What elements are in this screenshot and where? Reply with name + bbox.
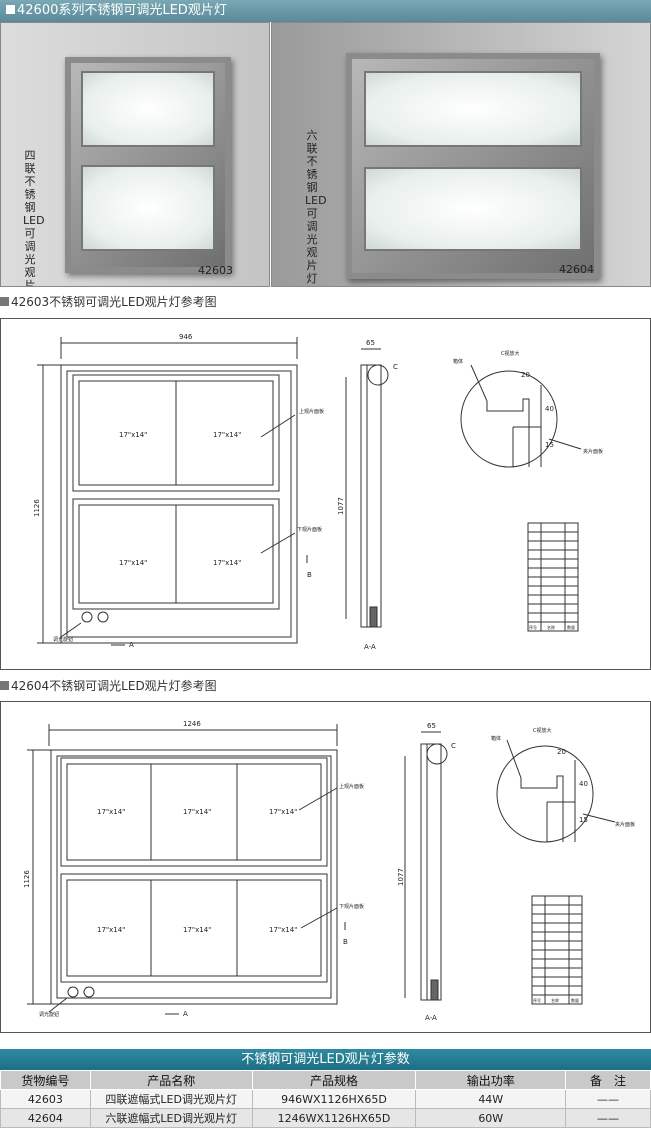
params-header-row: 货物编号 产品名称 产品规格 输出功率 备 注 <box>0 1070 651 1090</box>
label-upper-panel: 上观片面板 <box>339 783 364 790</box>
label-dimmer: 调光旋钮 <box>53 636 73 643</box>
table-row: 42604 六联遮幅式LED调光观片灯 1246WX1126HX65D 60W … <box>0 1108 651 1128</box>
light-panel-upper <box>364 71 582 147</box>
square-bullet-icon <box>0 681 9 690</box>
drawing-title-42604: 42604不锈钢可调光LED观片灯参考图 <box>0 677 217 695</box>
bom-header-qty: 数量 <box>567 624 575 630</box>
drawing-panel-42604: 1246 1126 65 1077 17"x14" 17"x14" 17"x14… <box>0 701 651 1033</box>
label-lower-panel: 下观片面板 <box>339 903 364 910</box>
film-size-1: 17"x14" <box>119 431 147 439</box>
dim-inner-height: 1077 <box>397 868 405 886</box>
params-grid: 货物编号 产品名称 产品规格 输出功率 备 注 42603 四联遮幅式LED调光… <box>0 1070 651 1128</box>
dim-width: 1246 <box>183 720 201 728</box>
bom-header-qty: 数量 <box>571 997 579 1003</box>
film-size-2: 17"x14" <box>183 808 211 816</box>
light-panel-lower <box>81 165 215 251</box>
film-size-3: 17"x14" <box>269 808 297 816</box>
label-dimmer: 调光旋钮 <box>39 1011 59 1018</box>
cell-product-name: 六联遮幅式LED调光观片灯 <box>89 1108 253 1128</box>
cell-product-name: 四联遮幅式LED调光观片灯 <box>89 1089 253 1109</box>
label-lower-panel: 下观片面板 <box>297 526 322 533</box>
viewer-frame-4 <box>65 57 231 273</box>
detail-c-label: C <box>393 363 398 371</box>
cell-power: 60W <box>415 1108 567 1128</box>
cell-spec: 946WX1126HX65D <box>251 1089 417 1109</box>
view-a-label: A <box>183 1010 188 1018</box>
photo-caption: 四联不锈钢LED可调光观片灯 <box>23 149 45 287</box>
cell-remark: —— <box>565 1089 651 1109</box>
bom-header-name: 名称 <box>547 624 555 630</box>
viewer-frame-6 <box>346 53 600 279</box>
drawing-title-text: 42604不锈钢可调光LED观片灯参考图 <box>11 679 217 693</box>
cell-power: 44W <box>415 1089 567 1109</box>
bom-header-name: 名称 <box>551 997 559 1003</box>
view-b-label: B <box>343 938 348 946</box>
page-title: 42600系列不锈钢可调光LED观片灯 <box>17 3 227 18</box>
drawing-title-text: 42603不锈钢可调光LED观片灯参考图 <box>11 295 217 309</box>
dim-depth: 65 <box>366 339 375 347</box>
film-size-3: 17"x14" <box>119 559 147 567</box>
cell-remark: —— <box>565 1108 651 1128</box>
col-header-product-name: 产品名称 <box>89 1070 253 1090</box>
label-film-clip: 夹片面板 <box>583 448 603 455</box>
view-b-label: B <box>307 571 312 579</box>
cell-item-no: 42603 <box>0 1089 91 1109</box>
cell-spec: 1246WX1126HX65D <box>251 1108 417 1128</box>
label-upper-panel: 上观片面板 <box>299 408 324 415</box>
square-bullet-icon <box>6 5 15 14</box>
photo-model-number: 42604 <box>559 263 594 276</box>
detail-dim-low: 15 <box>545 441 554 449</box>
col-header-item-no: 货物编号 <box>0 1070 91 1090</box>
bom-header-no: 序号 <box>533 997 541 1003</box>
film-size-6: 17"x14" <box>269 926 297 934</box>
dim-depth: 65 <box>427 722 436 730</box>
label-detail: C视放大 <box>501 350 520 357</box>
square-bullet-icon <box>0 297 9 306</box>
dim-height: 1126 <box>33 499 41 517</box>
cell-item-no: 42604 <box>0 1108 91 1128</box>
film-size-1: 17"x14" <box>97 808 125 816</box>
detail-dim-mid: 40 <box>579 780 588 788</box>
bom-header-no: 序号 <box>529 624 537 630</box>
photo-model-number: 42603 <box>198 264 233 277</box>
film-size-4: 17"x14" <box>97 926 125 934</box>
product-photo-42604: 六联不锈钢LED可调光观片灯 42604 <box>271 22 651 287</box>
light-panel-upper <box>81 71 215 147</box>
col-header-spec: 产品规格 <box>251 1070 417 1090</box>
product-photo-42603: 四联不锈钢LED可调光观片灯 42603 <box>0 22 270 287</box>
view-a-label: A <box>129 641 134 649</box>
film-size-5: 17"x14" <box>183 926 211 934</box>
section-label: A-A <box>425 1014 437 1022</box>
film-size-2: 17"x14" <box>213 431 241 439</box>
params-caption: 不锈钢可调光LED观片灯参数 <box>0 1049 651 1070</box>
detail-dim-top: 20 <box>521 371 530 379</box>
page-header: 42600系列不锈钢可调光LED观片灯 <box>0 0 651 22</box>
section-label: A-A <box>364 643 376 651</box>
label-housing: 箱体 <box>491 735 501 742</box>
detail-dim-top: 20 <box>557 748 566 756</box>
params-table: 不锈钢可调光LED观片灯参数 货物编号 产品名称 产品规格 输出功率 备 注 4… <box>0 1049 651 1128</box>
label-housing: 箱体 <box>453 358 463 365</box>
photo-caption: 六联不锈钢LED可调光观片灯 <box>305 129 327 285</box>
drawing-panel-42603: 946 1126 65 1077 17"x14" 17"x14" 17"x14"… <box>0 318 651 670</box>
col-header-power: 输出功率 <box>415 1070 567 1090</box>
dim-width: 946 <box>179 333 193 341</box>
detail-dim-mid: 40 <box>545 405 554 413</box>
label-film-clip: 夹片面板 <box>615 821 635 828</box>
label-detail: C视放大 <box>533 727 552 734</box>
drawing-title-42603: 42603不锈钢可调光LED观片灯参考图 <box>0 293 217 311</box>
col-header-remark: 备 注 <box>565 1070 651 1090</box>
detail-dim-low: 15 <box>579 816 588 824</box>
table-row: 42603 四联遮幅式LED调光观片灯 946WX1126HX65D 44W —… <box>0 1089 651 1109</box>
dim-inner-height: 1077 <box>337 497 345 515</box>
detail-c-label: C <box>451 742 456 750</box>
film-size-4: 17"x14" <box>213 559 241 567</box>
dim-height: 1126 <box>23 870 31 888</box>
light-panel-lower <box>364 167 582 251</box>
